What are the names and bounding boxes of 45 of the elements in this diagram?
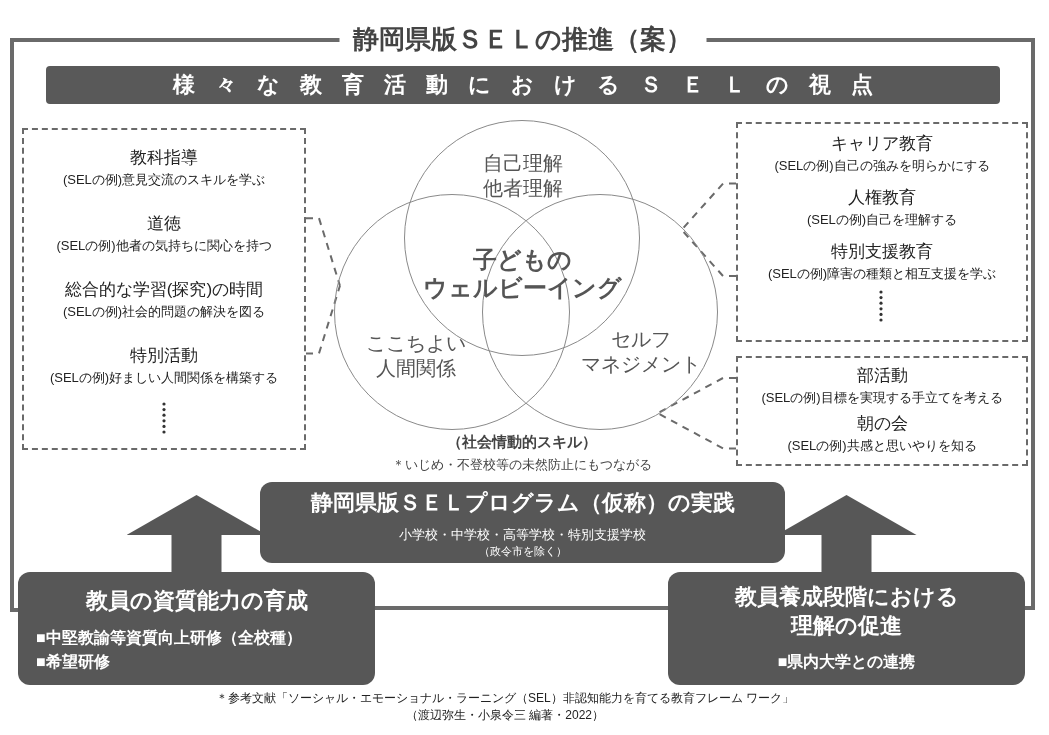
dashed-box [22,128,306,450]
example-text: (SELの例)障害の種類と相互支援を学ぶ [767,265,997,283]
example-text: (SELの例)自己を理解する [806,211,958,229]
dashed-connector [305,217,341,355]
dashed-box [736,356,1028,466]
heading-text: 特別活動 [130,345,198,367]
center-text: 子どものウェルビーイング [422,246,622,302]
heading-text: 教員養成段階における理解の促進 [733,583,960,640]
example-text: (SELの例)社会的問題の解決を図る [62,303,266,321]
example-text: (SELの例)他者の気持ちに関心を持つ [56,237,272,255]
heading-text: 教科指導 [130,147,198,169]
heading-text: 教員の資質能力の育成 [84,587,309,615]
reference-text: ＊参考文献「ソーシャル・エモーショナル・ラーニング（SEL）非認知能力を育てる教育フレーム ワーク」 [216,690,794,706]
dark-box [668,572,1025,685]
banner-text: 様々な教育活動におけるＳＥＬの視点 [173,71,893,99]
heading-text: 総合的な学習(探究)の時間 [64,279,264,301]
heading-text: 静岡県版ＳＥＬプログラム（仮称）の実践 [309,489,736,517]
note-text: ＊いじめ・不登校等の未然防止にもつながる [392,456,652,473]
dark-box [18,572,375,685]
body-text: （政令市を除く） [477,544,568,559]
example-text: (SELの例)共感と思いやりを知る [787,437,977,455]
heading-text: キャリア教育 [831,133,933,155]
heading-text: 人権教育 [848,187,916,209]
heading-text: 特別支援教育 [831,241,933,263]
circle-text: ここちよい人間関係 [365,331,467,381]
body-text: ■中堅教諭等資質向上研修（全校種） [36,628,302,648]
body-text: 小学校・中学校・高等学校・特別支援学校 [398,526,647,544]
program-box [260,482,785,563]
circle-text: 自己理解他者理解 [482,151,564,201]
body-text: ■県内大学との連携 [776,652,917,672]
body-text: ■希望研修 [36,652,110,672]
heading-text: 部活動 [856,365,908,387]
heading-text: 道徳 [147,213,181,235]
dashed-box [736,122,1028,342]
note-text: （社会情動的スキル） [447,432,597,451]
dashed-connector [680,182,737,277]
example-text: (SELの例)自己の強みを明らかにする [774,157,990,175]
dashed-connector [656,377,737,450]
header-banner [46,66,1000,104]
circle-text: セルフマネジメント [581,327,701,377]
example-text: (SELの例)意見交流のスキルを学ぶ [62,171,266,189]
reference-text: （渡辺弥生・小泉令三 編著・2022） [406,707,604,723]
example-text: (SELの例)目標を実現する手立てを考える [761,389,1003,407]
heading-text: 朝の会 [856,413,908,435]
example-text: (SELの例)好ましい人間関係を構築する [49,369,279,387]
